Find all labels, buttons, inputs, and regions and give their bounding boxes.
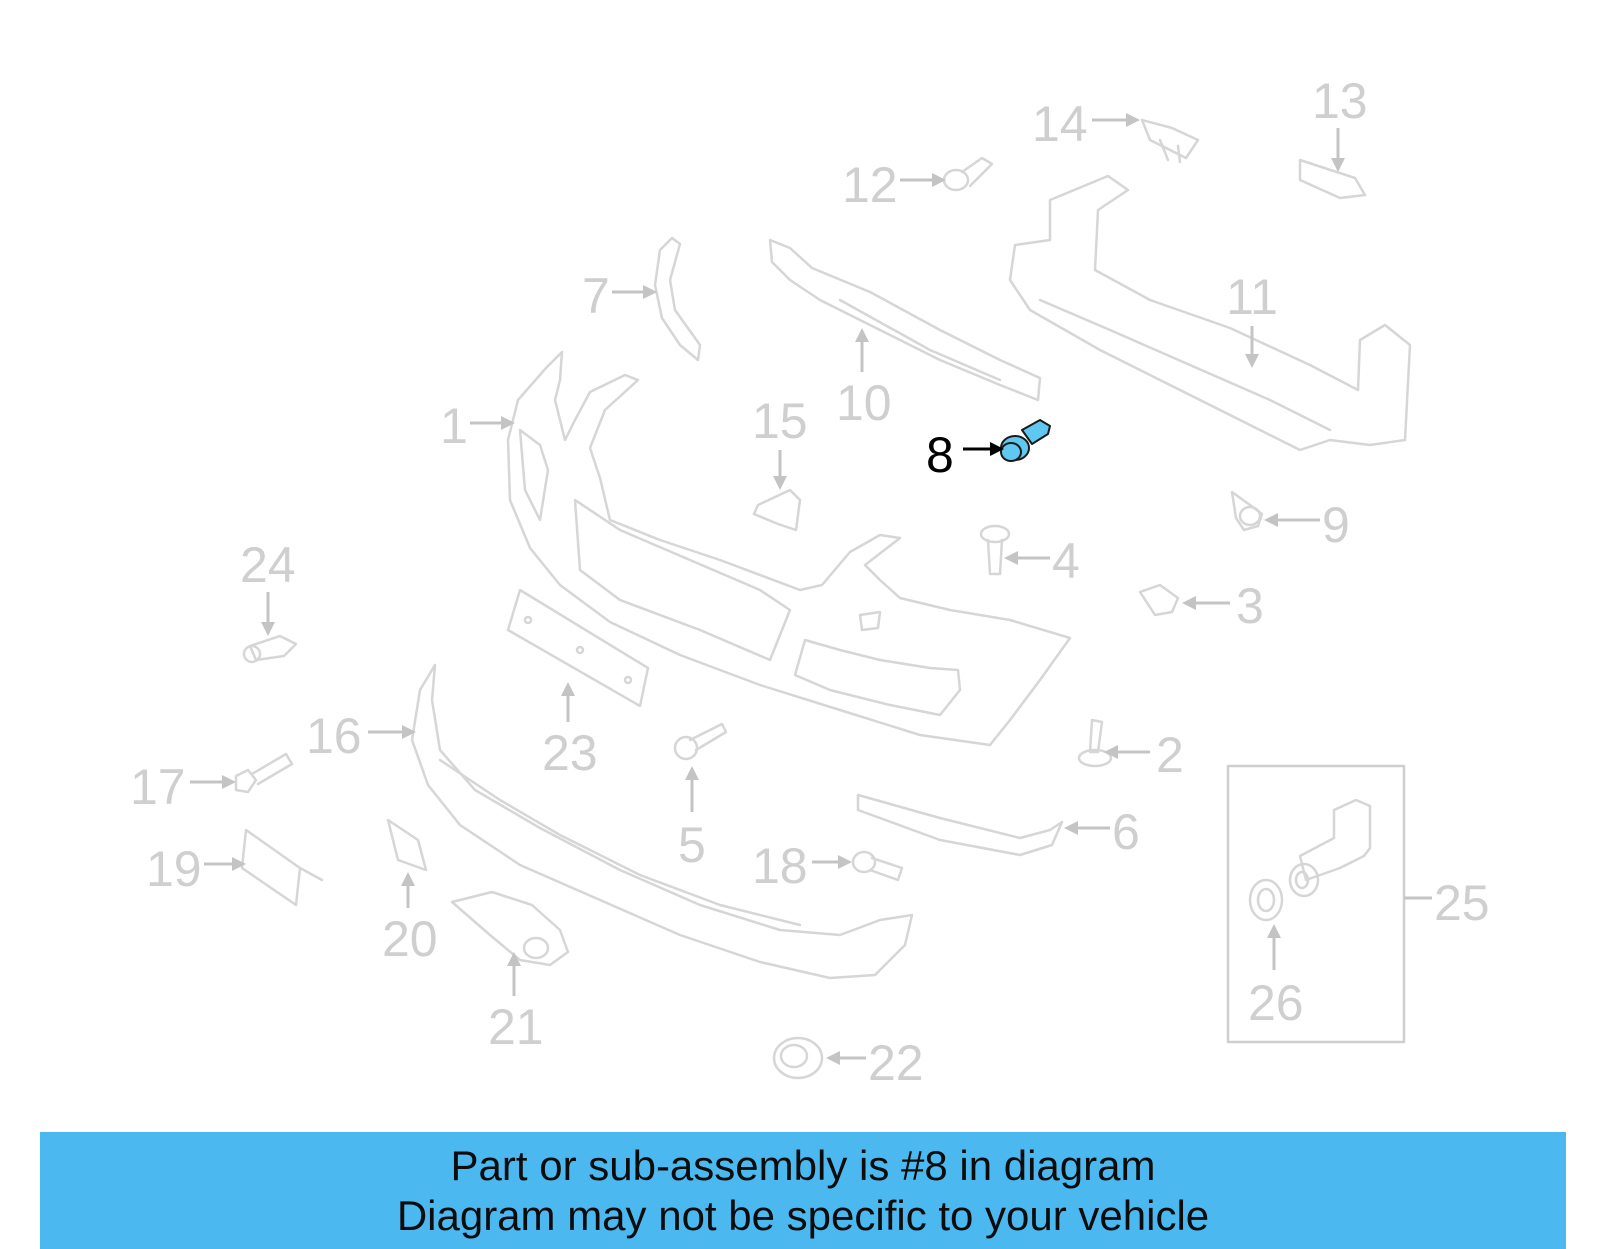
callout-22: 22	[826, 1035, 924, 1091]
callout-1: 1	[440, 398, 515, 454]
callout-15-label: 15	[752, 393, 808, 449]
callout-9: 9	[1264, 497, 1350, 553]
part-17-bolt	[234, 752, 294, 794]
callout-4-label: 4	[1052, 533, 1080, 589]
part-11-reinforcement	[1008, 174, 1412, 452]
part-2-push-pin	[1077, 718, 1113, 768]
callout-19: 19	[146, 841, 246, 897]
callout-24-label: 24	[240, 537, 296, 593]
callout-18: 18	[752, 838, 852, 894]
part-5-bolt	[673, 722, 728, 761]
banner-line-disclaimer: Diagram may not be specific to your vehi…	[396, 1191, 1210, 1239]
callout-11-label: 11	[1226, 269, 1278, 325]
part-10-absorber	[768, 238, 1042, 402]
callout-8: 8	[926, 427, 1004, 483]
callout-24: 24	[240, 537, 296, 636]
callout-3: 3	[1182, 578, 1264, 634]
callout-17: 17	[130, 759, 236, 815]
callout-3-label: 3	[1236, 578, 1264, 634]
callout-5-label: 5	[678, 817, 706, 873]
callout-14-label: 14	[1032, 96, 1088, 152]
callout-19-label: 19	[146, 841, 202, 897]
callout-15: 15	[752, 393, 808, 490]
callout-23-label: 23	[542, 725, 598, 781]
callout-12: 12	[842, 157, 946, 213]
callout-16: 16	[306, 708, 416, 764]
part-8-highlighted-fastener	[1000, 419, 1051, 462]
part-20-cover	[386, 818, 428, 872]
part-26-bezel-ring	[1248, 878, 1284, 922]
part-15-cover-plate	[752, 488, 802, 532]
info-banner: Part or sub-assembly is #8 in diagram Di…	[40, 1132, 1566, 1249]
callout-20-label: 20	[382, 911, 438, 967]
part-7-side-bracket	[653, 236, 702, 362]
callout-18-label: 18	[752, 838, 808, 894]
callout-14: 14	[1032, 96, 1140, 152]
part-22-grommet	[772, 1036, 824, 1080]
part-19-plate	[240, 828, 324, 907]
callout-16-label: 16	[306, 708, 362, 764]
callout-10-label: 10	[836, 375, 892, 431]
callout-12-label: 12	[842, 157, 898, 213]
callout-7-label: 7	[582, 268, 610, 324]
callout-2: 2	[1104, 727, 1184, 783]
part-13-bracket	[1298, 158, 1367, 200]
callout-10: 10	[836, 328, 892, 431]
callout-7: 7	[582, 268, 657, 324]
callout-6-label: 6	[1112, 804, 1140, 860]
callout-11: 11	[1226, 269, 1278, 368]
callout-2-label: 2	[1156, 727, 1184, 783]
callout-13-label: 13	[1312, 73, 1368, 129]
part-12-clip	[942, 156, 994, 192]
part-21-fog-bezel	[450, 890, 570, 967]
part-23-license-bracket	[506, 588, 650, 708]
callout-22-label: 22	[868, 1035, 924, 1091]
part-4-bolt	[979, 524, 1011, 576]
callout-1-label: 1	[440, 398, 468, 454]
banner-line-part: Part or sub-assembly is #8 in diagram	[450, 1141, 1156, 1189]
callout-5: 5	[678, 766, 706, 873]
callout-25: 25	[1404, 875, 1490, 931]
callout-9-label: 9	[1322, 497, 1350, 553]
callout-26: 26	[1248, 924, 1304, 1031]
part-1-bumper-cover	[506, 350, 1072, 747]
callout-6: 6	[1064, 804, 1140, 860]
callout-13: 13	[1312, 73, 1368, 172]
callout-8-label: 8	[926, 427, 954, 483]
callout-17-label: 17	[130, 759, 186, 815]
part-9-clip	[1230, 490, 1264, 532]
callout-25-label: 25	[1434, 875, 1490, 931]
part-16-lower-spoiler	[410, 663, 914, 980]
callout-4: 4	[1004, 533, 1080, 589]
part-3-clip	[1138, 583, 1180, 617]
callout-21-label: 21	[488, 999, 544, 1055]
callout-20: 20	[382, 872, 438, 967]
part-25-sensor-assembly	[1226, 764, 1406, 1044]
part-14-bracket	[1140, 118, 1200, 164]
callout-26-label: 26	[1248, 975, 1304, 1031]
part-6-trim-strip	[856, 793, 1064, 857]
callout-23: 23	[542, 682, 598, 781]
callout-21: 21	[488, 952, 544, 1055]
part-18-clip	[851, 850, 904, 882]
part-24-sensor	[242, 634, 298, 664]
